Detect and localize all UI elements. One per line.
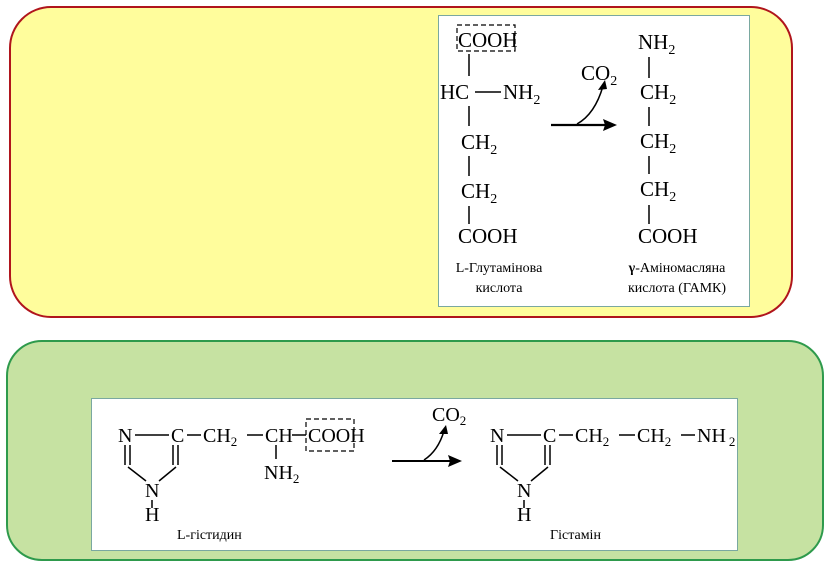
glu-cooh-bottom: COOH	[458, 224, 518, 248]
his-n-bottom: N	[145, 480, 159, 502]
glu-ch2-a: CH2	[461, 130, 497, 158]
his-h: H	[145, 504, 159, 526]
histidine-caption: L-гістидин	[177, 528, 242, 543]
glu-cooh-top: COOH	[458, 28, 518, 52]
bond	[127, 466, 147, 482]
histamine-ch2-a: CH2	[575, 425, 609, 449]
glutamate-reaction-scheme: COOH HC NH2 CH2 CH2 COOH CO2 NH2 CH2 CH2…	[440, 24, 726, 296]
reaction-arrowhead	[448, 455, 462, 467]
carboxyl-highlight-box	[305, 418, 355, 452]
glutamate-decarboxylation-figure: COOH HC NH2 CH2 CH2 COOH CO2 NH2 CH2 CH2…	[438, 15, 750, 307]
histamine-ch2-b: CH2	[637, 425, 671, 449]
gaba-caption-line-1: γ-Аміномасляна	[628, 261, 726, 276]
histamine-h: H	[517, 504, 531, 526]
gaba-nh2: NH2	[638, 30, 675, 58]
bond	[530, 466, 549, 482]
gaba-ch2-b: CH2	[640, 129, 676, 157]
his-c: C	[171, 425, 184, 447]
his-ch: CH	[265, 425, 293, 447]
co2-release-arrow	[423, 430, 445, 461]
glu-nh2: NH2	[503, 80, 540, 108]
histamine-caption: Гістамін	[550, 528, 601, 543]
histidine-reaction-scheme: N C CH2 CH COOH NH2 N H CO2 N C CH2	[118, 404, 735, 543]
his-nh2: NH2	[264, 462, 299, 486]
his-ch2: CH2	[203, 425, 237, 449]
bond	[158, 466, 177, 482]
bond	[499, 466, 519, 482]
glu-ch2-b: CH2	[461, 179, 497, 207]
histamine-n-top: N	[490, 425, 504, 447]
co2-label: CO2	[432, 404, 466, 428]
gaba-cooh: COOH	[638, 224, 698, 248]
co2-label: CO2	[581, 61, 617, 89]
glu-hc: HC	[440, 80, 469, 104]
histidine-decarboxylation-figure: N C CH2 CH COOH NH2 N H CO2 N C CH2	[91, 398, 738, 551]
gaba-ch2-c: CH2	[640, 177, 676, 205]
gaba-ch2-a: CH2	[640, 80, 676, 108]
co2-release-arrow	[576, 85, 604, 125]
carboxyl-highlight-box	[456, 24, 516, 52]
glutamate-caption-line-2: кислота	[476, 281, 524, 296]
co2-arrowhead	[439, 425, 448, 434]
reaction-arrowhead	[603, 119, 617, 131]
histamine-c: C	[543, 425, 556, 447]
glutamate-caption-line-1: L-Глутамінова	[456, 261, 543, 276]
gaba-caption-line-2: кислота (ГАМК)	[628, 281, 726, 296]
his-n-top: N	[118, 425, 132, 447]
his-cooh: COOH	[308, 425, 365, 447]
co2-arrowhead	[598, 80, 607, 90]
histamine-n-bottom: N	[517, 480, 531, 502]
